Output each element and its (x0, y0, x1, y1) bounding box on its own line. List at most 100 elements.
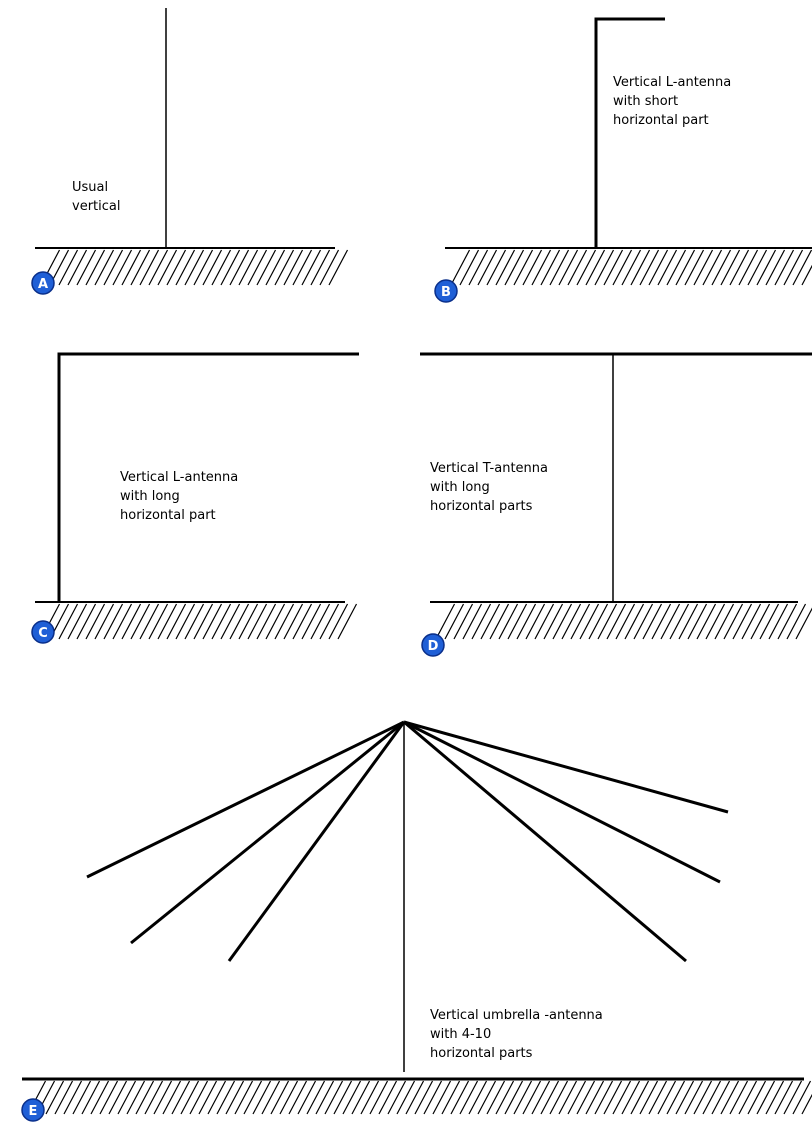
umbrella-wire-5 (403, 720, 721, 884)
hatch-stroke (765, 1080, 785, 1115)
hatch-stroke (603, 249, 624, 286)
hatch-stroke (783, 249, 804, 286)
hatch-stroke (270, 1080, 290, 1115)
hatch-stroke (162, 1080, 182, 1115)
hatch-stroke (85, 249, 106, 286)
hatch-stroke (639, 1080, 659, 1115)
hatch-stroke (549, 249, 570, 286)
hatch-stroke (184, 603, 205, 640)
hatch-stroke (315, 1080, 335, 1115)
hatch-stroke (378, 1080, 398, 1115)
hatch-stroke (342, 1080, 362, 1115)
hatch-stroke (642, 603, 663, 640)
hatch-stroke (387, 1080, 407, 1115)
diagram-d: Vertical T-antenna with long horizontal … (420, 352, 812, 657)
umbrella-wire-1 (86, 720, 405, 879)
hatch-stroke (135, 1080, 155, 1115)
hatch-stroke (144, 1080, 164, 1115)
hatch-stroke (522, 249, 543, 286)
hatch-stroke (211, 603, 232, 640)
hatch-stroke (531, 1080, 551, 1115)
hatch-stroke (579, 603, 600, 640)
hatch-stroke (741, 603, 762, 640)
label-line-2: with long (430, 480, 490, 495)
hatch-stroke (747, 249, 768, 286)
hatch-stroke (513, 249, 534, 286)
hatch-stroke (171, 1080, 191, 1115)
hatch-stroke (567, 249, 588, 286)
label-line-1: Usual (72, 180, 108, 195)
hatch-stroke (621, 249, 642, 286)
hatch-stroke (216, 1080, 236, 1115)
hatch-stroke (801, 264, 812, 286)
l-antenna-wire (57, 352, 359, 602)
hatch-stroke (444, 603, 465, 640)
ground-hatching (40, 249, 349, 286)
hatch-stroke (639, 249, 660, 286)
hatch-stroke (795, 607, 812, 640)
hatch-stroke (630, 249, 651, 286)
label-line-3: horizontal part (613, 113, 709, 128)
label-line-1: Vertical L-antenna (120, 470, 238, 485)
hatch-stroke (558, 1080, 578, 1115)
hatch-stroke (108, 1080, 128, 1115)
ground-hatching (450, 249, 812, 286)
hatch-stroke (256, 249, 277, 286)
hatch-stroke (459, 249, 480, 286)
hatch-stroke (633, 603, 654, 640)
hatch-stroke (202, 603, 223, 640)
hatch-stroke (495, 1080, 515, 1115)
hatch-stroke (202, 249, 223, 286)
hatch-stroke (274, 603, 295, 640)
hatch-stroke (720, 249, 741, 286)
hatch-stroke (67, 249, 88, 286)
hatch-stroke (678, 603, 699, 640)
hatch-stroke (130, 249, 151, 286)
hatch-stroke (126, 1080, 146, 1115)
hatch-stroke (729, 249, 750, 286)
hatch-stroke (54, 1080, 74, 1115)
hatch-stroke (112, 603, 133, 640)
hatch-stroke (468, 249, 489, 286)
hatch-stroke (792, 249, 812, 286)
hatch-stroke (324, 1080, 344, 1115)
hatch-stroke (76, 249, 97, 286)
hatch-stroke (666, 249, 687, 286)
hatch-stroke (765, 249, 786, 286)
hatch-stroke (729, 1080, 749, 1115)
hatch-stroke (157, 603, 178, 640)
ground-hatching (435, 603, 812, 640)
hatch-stroke (180, 1080, 200, 1115)
hatch-stroke (516, 603, 537, 640)
hatch-stroke (576, 249, 597, 286)
hatch-stroke (756, 1080, 776, 1115)
hatch-stroke (166, 603, 187, 640)
badge-a: A (31, 271, 55, 295)
hatch-stroke (288, 1080, 308, 1115)
hatch-stroke (81, 1080, 101, 1115)
hatch-stroke (594, 249, 615, 286)
hatch-stroke (702, 249, 723, 286)
hatch-stroke (504, 1080, 524, 1115)
hatch-stroke (76, 603, 97, 640)
hatch-stroke (630, 1080, 650, 1115)
diagram-e: Vertical umbrella -antenna with 4-10 hor… (21, 720, 812, 1122)
hatch-stroke (597, 603, 618, 640)
hatch-stroke (441, 1080, 461, 1115)
hatch-stroke (540, 249, 561, 286)
badge-letter: E (29, 1104, 38, 1119)
hatch-stroke (247, 249, 268, 286)
hatch-stroke (675, 249, 696, 286)
label-line-2: with short (613, 94, 678, 109)
hatch-stroke (319, 249, 340, 286)
hatch-stroke (310, 249, 331, 286)
hatch-stroke (306, 1080, 326, 1115)
hatch-stroke (570, 603, 591, 640)
hatch-stroke (606, 603, 627, 640)
hatch-stroke (72, 1080, 92, 1115)
hatch-stroke (468, 1080, 488, 1115)
hatch-stroke (495, 249, 516, 286)
hatch-stroke (166, 249, 187, 286)
